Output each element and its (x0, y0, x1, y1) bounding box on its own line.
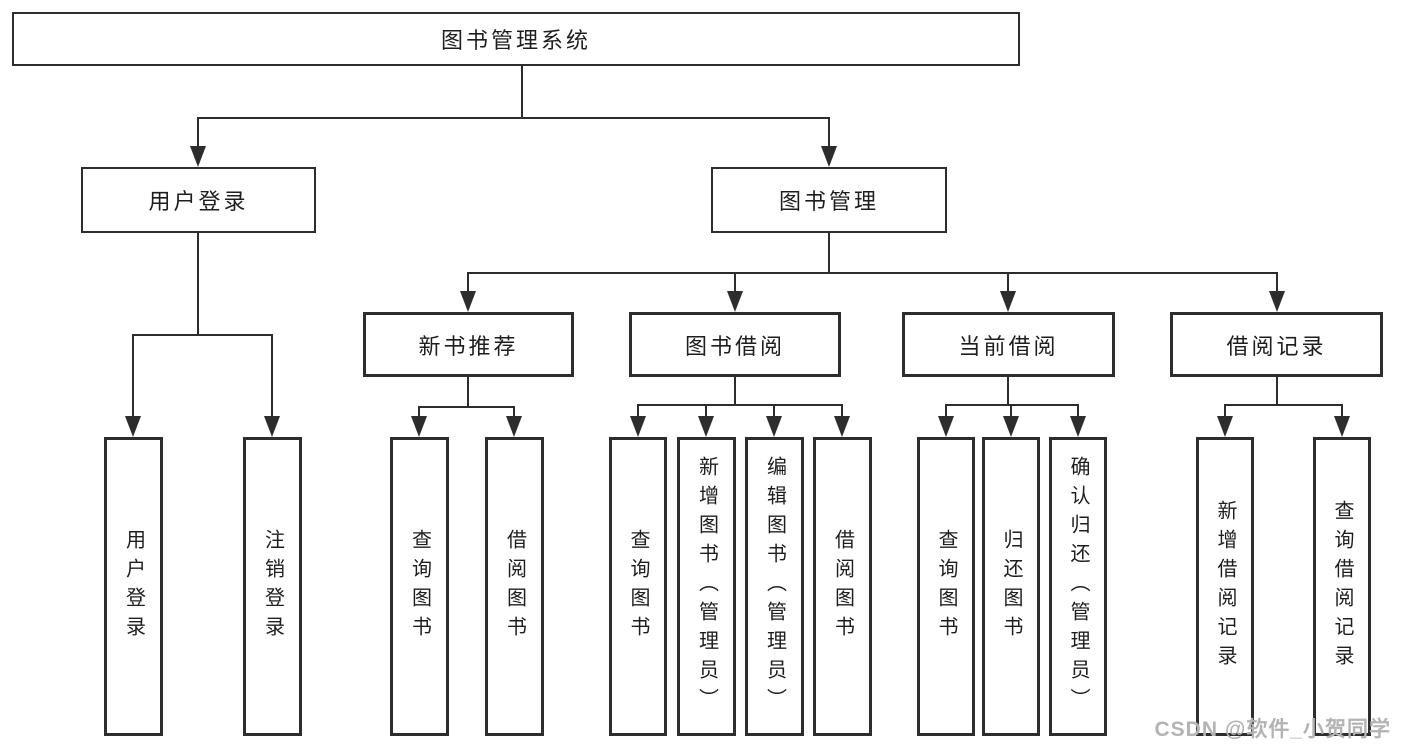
down-arrowhead-icon (1269, 291, 1285, 312)
node-login-user: 用户登录 (104, 437, 163, 736)
down-arrowhead-icon (766, 416, 782, 437)
down-arrowhead-icon (938, 416, 954, 437)
root-to-level2-rail (197, 117, 830, 119)
records-to-children-stem (1276, 377, 1278, 405)
node-book-borrow: 图书借阅 (629, 312, 841, 377)
root-to-level2-stem (521, 66, 523, 118)
node-book-mgmt: 图书管理 (711, 167, 947, 233)
newbook-to-children-stem (467, 377, 469, 407)
login-to-children-drop (271, 335, 273, 419)
down-arrowhead-icon (1334, 416, 1350, 437)
root-to-level2-drop (828, 118, 830, 149)
down-arrowhead-icon (698, 416, 714, 437)
down-arrowhead-icon (1070, 416, 1086, 437)
down-arrowhead-icon (264, 416, 280, 437)
down-arrowhead-icon (506, 416, 522, 437)
mgmt-to-children-drop (1276, 273, 1278, 294)
node-current-confirm: 确认归还（管理员） (1049, 437, 1107, 736)
node-borrow-add: 新增图书（管理员） (677, 437, 736, 736)
borrow-to-children-drop (637, 405, 639, 419)
newbook-to-children-drop (513, 407, 515, 419)
down-arrowhead-icon (460, 291, 476, 312)
down-arrowhead-icon (1003, 416, 1019, 437)
node-newbook-query: 查询图书 (390, 437, 449, 736)
node-newbook-lend: 借阅图书 (485, 437, 544, 736)
down-arrowhead-icon (125, 416, 141, 437)
node-current-return: 归还图书 (982, 437, 1040, 736)
node-borrow-query: 查询图书 (609, 437, 667, 736)
node-current-query: 查询图书 (917, 437, 975, 736)
current-to-children-stem (1007, 377, 1009, 405)
node-root: 图书管理系统 (12, 12, 1020, 66)
mgmt-to-children-stem (828, 233, 830, 273)
node-borrow-records: 借阅记录 (1170, 312, 1383, 377)
borrow-to-children-rail (637, 404, 843, 406)
login-to-children-rail (132, 334, 273, 336)
node-user-login: 用户登录 (81, 167, 316, 233)
borrow-to-children-drop (705, 405, 707, 419)
borrow-to-children-drop (773, 405, 775, 419)
current-to-children-drop (1010, 405, 1012, 419)
borrow-to-children-drop (841, 405, 843, 419)
borrow-to-children-stem (734, 377, 736, 405)
node-current-borrow: 当前借阅 (902, 312, 1115, 377)
root-to-level2-drop (197, 118, 199, 149)
node-login-logout: 注销登录 (243, 437, 302, 736)
node-records-query: 查询借阅记录 (1313, 437, 1371, 736)
down-arrowhead-icon (190, 146, 206, 167)
current-to-children-drop (945, 405, 947, 419)
mgmt-to-children-drop (734, 273, 736, 294)
login-to-children-stem (197, 233, 199, 335)
down-arrowhead-icon (727, 291, 743, 312)
watermark: CSDN @软件_小贺同学 (1154, 718, 1391, 741)
current-to-children-rail (945, 404, 1079, 406)
mgmt-to-children-rail (467, 272, 1278, 274)
down-arrowhead-icon (1000, 291, 1016, 312)
down-arrowhead-icon (411, 416, 427, 437)
node-records-add: 新增借阅记录 (1196, 437, 1254, 736)
node-borrow-lend: 借阅图书 (813, 437, 872, 736)
newbook-to-children-rail (418, 406, 515, 408)
login-to-children-drop (132, 335, 134, 419)
mgmt-to-children-drop (1007, 273, 1009, 294)
records-to-children-drop (1224, 405, 1226, 419)
node-borrow-edit: 编辑图书（管理员） (745, 437, 804, 736)
mgmt-to-children-drop (467, 273, 469, 294)
node-new-books: 新书推荐 (363, 312, 574, 377)
records-to-children-rail (1224, 404, 1343, 406)
records-to-children-drop (1341, 405, 1343, 419)
down-arrowhead-icon (630, 416, 646, 437)
current-to-children-drop (1077, 405, 1079, 419)
down-arrowhead-icon (834, 416, 850, 437)
down-arrowhead-icon (1217, 416, 1233, 437)
newbook-to-children-drop (418, 407, 420, 419)
down-arrowhead-icon (821, 146, 837, 167)
